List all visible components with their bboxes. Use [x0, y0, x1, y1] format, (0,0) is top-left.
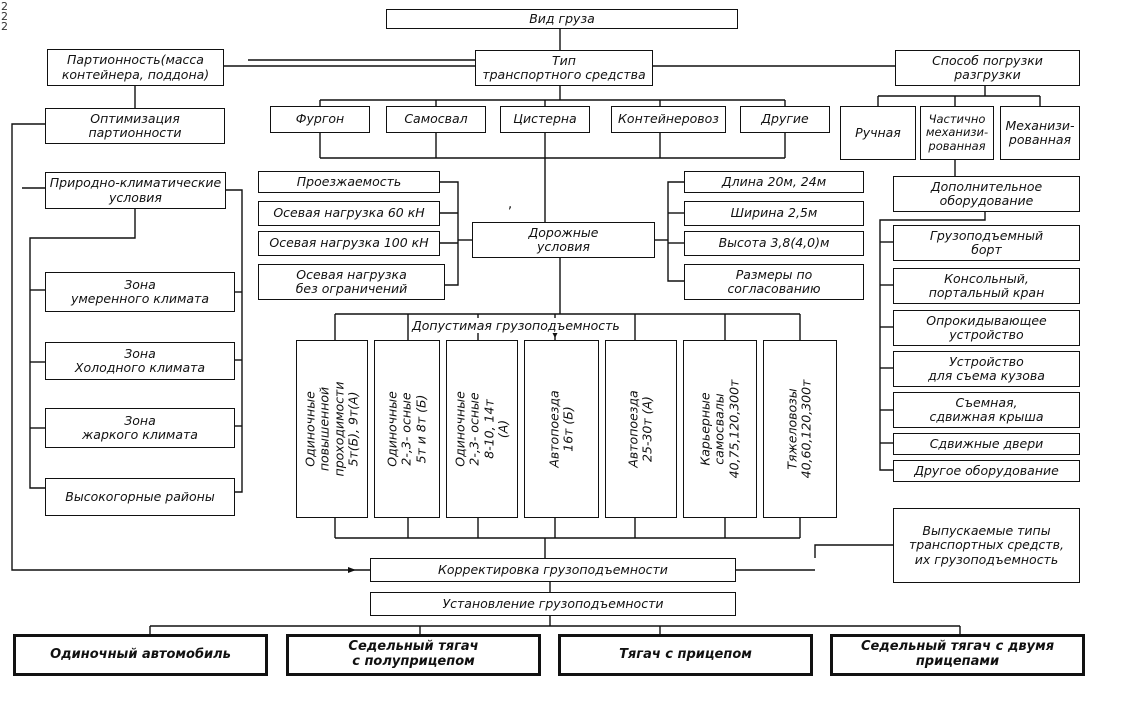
equipment-crane: Консольный, портальный кран [893, 268, 1080, 304]
capacity-column-single-a: Одиночные 2-,3- осные 8-10, 14т (А) [446, 340, 518, 518]
vehicle-type-other: Другие [740, 106, 830, 133]
equipment-tipper: Опрокидывающее устройство [893, 310, 1080, 346]
capacity-column-label: Одиночные 2-,3- осные 5т и 8т (Б) [384, 391, 429, 467]
capacity-column-quarry: Карьерные самосвалы 40,75,120,300т [683, 340, 757, 518]
capacity-column-heavy: Тяжеловозы 40,60,120,300т [763, 340, 837, 518]
climate-conditions-box: Природно-климатические условия [45, 172, 226, 209]
road-passability-box: Проезжаемость [258, 171, 440, 193]
batch-size-box: Партионность(масса контейнера, поддона) [47, 49, 224, 86]
capacity-correction-box: Корректировка грузоподъемности [370, 558, 736, 582]
loading-method-box: Способ погрузки разгрузки [895, 50, 1080, 86]
vehicle-type-container: Контейнеровоз [611, 106, 726, 133]
loading-mechanized-box: Механизи- рованная [1000, 106, 1080, 160]
road-conditions-box: Дорожные условия [472, 222, 655, 258]
output-single-vehicle: Одиночный автомобиль [13, 634, 268, 676]
cargo-type-box: Вид груза [386, 9, 738, 29]
road-axle-100-box: Осевая нагрузка 100 кН [258, 231, 440, 256]
loading-partial-box: Частично механизи- рованная [920, 106, 994, 160]
capacity-column-label: Тяжеловозы 40,60,120,300т [784, 379, 814, 479]
road-length-box: Длина 20м, 24м [684, 171, 864, 193]
vehicle-type-tanker: Цистерна [500, 106, 590, 133]
equipment-lift-gate: Грузоподъемный борт [893, 225, 1080, 261]
output-tractor-semitrailer: Седельный тягач с полуприцепом [286, 634, 541, 676]
equipment-other: Другое оборудование [893, 460, 1080, 482]
zone-temperate-box: Зона умеренного климата [45, 272, 235, 312]
road-width-box: Ширина 2,5м [684, 201, 864, 226]
road-dimensions-box: Размеры по согласованию [684, 264, 864, 300]
equipment-sliding-doors: Сдвижные двери [893, 433, 1080, 455]
capacity-column-label: Одиночные 2-,3- осные 8-10, 14т (А) [452, 391, 511, 467]
road-height-box: Высота 3,8(4,0)м [684, 231, 864, 256]
margin-mark: 2 2 2 [1, 0, 8, 33]
capacity-column-label: Автопоезда 25-30т (А) [625, 390, 655, 468]
road-axle-unlimited-box: Осевая нагрузка без ограничений [258, 264, 445, 300]
capacity-column-label: Карьерные самосвалы 40,75,120,300т [697, 379, 742, 479]
equipment-body-removal: Устройство для съема кузова [893, 351, 1080, 387]
vehicle-type-box: Тип транспортного средства [475, 50, 653, 86]
capacity-title: Допустимая грузоподъемность [410, 318, 622, 333]
output-tractor-trailer: Тягач с прицепом [558, 634, 813, 676]
extra-equipment-box: Дополнительное оборудование [893, 176, 1080, 212]
highland-regions-box: Высокогорные районы [45, 478, 235, 516]
batch-optimization-box: Оптимизация партионности [45, 108, 225, 144]
produced-types-box: Выпускаемые типы транспортных средств, и… [893, 508, 1080, 583]
zone-cold-box: Зона Холодного климата [45, 342, 235, 380]
capacity-column-label: Автопоезда 16т (Б) [546, 390, 576, 468]
capacity-column-roadtrain-a: Автопоезда 25-30т (А) [605, 340, 677, 518]
capacity-establishment-box: Установление грузоподъемности [370, 592, 736, 616]
loading-manual-box: Ручная [840, 106, 916, 160]
output-tractor-two-trailers: Седельный тягач с двумя прицепами [830, 634, 1085, 676]
capacity-column-offroad: Одиночные повышенной проходимости 5т(Б),… [296, 340, 368, 518]
road-tick-mark: , [508, 197, 513, 212]
capacity-column-single-b: Одиночные 2-,3- осные 5т и 8т (Б) [374, 340, 440, 518]
vehicle-type-van: Фургон [270, 106, 370, 133]
zone-hot-box: Зона жаркого климата [45, 408, 235, 448]
equipment-sliding-roof: Съемная, сдвижная крыша [893, 392, 1080, 428]
capacity-column-roadtrain-b: Автопоезда 16т (Б) [524, 340, 599, 518]
capacity-column-label: Одиночные повышенной проходимости 5т(Б),… [302, 381, 361, 477]
road-axle-60-box: Осевая нагрузка 60 кН [258, 201, 440, 226]
vehicle-type-dump-truck: Самосвал [386, 106, 486, 133]
